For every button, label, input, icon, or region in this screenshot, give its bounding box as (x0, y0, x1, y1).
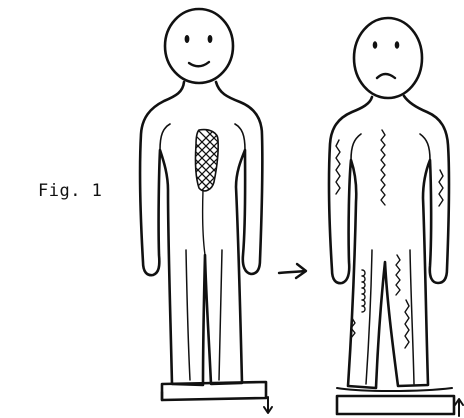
person-left-arm-seam-left (160, 124, 170, 150)
person-right-body-outline (329, 96, 449, 388)
person-left (140, 9, 272, 413)
person-left-patch (190, 114, 230, 210)
person-right-arm-seam-right (420, 134, 430, 160)
person-right-base (337, 396, 454, 414)
person-left-leg-line-left (186, 250, 190, 380)
person-left-leg-line-right (219, 250, 222, 380)
person-right-wrinkle-arm-right (439, 170, 443, 206)
person-right-eye-left (373, 41, 378, 49)
person-right-base-top (337, 388, 452, 391)
person-right-head (354, 18, 422, 98)
person-right-wrinkle-leg-left (362, 270, 365, 312)
person-right (329, 18, 463, 416)
person-right-leg-line-left (366, 250, 372, 384)
person-right-wrinkle-arm-left (336, 140, 340, 194)
person-left-eye-left (185, 35, 190, 43)
person-right-eye-right (395, 41, 400, 49)
down-arrow-icon (264, 397, 272, 413)
person-right-leg-line-right (410, 250, 414, 384)
person-left-arm-seam-right (235, 124, 245, 150)
person-right-frown (377, 74, 395, 78)
person-right-arm-seam-left (351, 134, 361, 160)
person-left-head (165, 9, 233, 83)
person-right-wrinkle-chest (381, 130, 385, 205)
person-left-smile (189, 62, 209, 66)
person-left-body-outline (140, 82, 262, 385)
person-right-wrinkle-leg-mid (396, 255, 400, 295)
person-left-center-seam (203, 190, 205, 255)
right-arrow-icon (279, 264, 306, 278)
person-right-wrinkle-leg-right (405, 300, 409, 348)
up-arrow-icon (455, 399, 463, 416)
person-left-eye-right (208, 35, 213, 43)
